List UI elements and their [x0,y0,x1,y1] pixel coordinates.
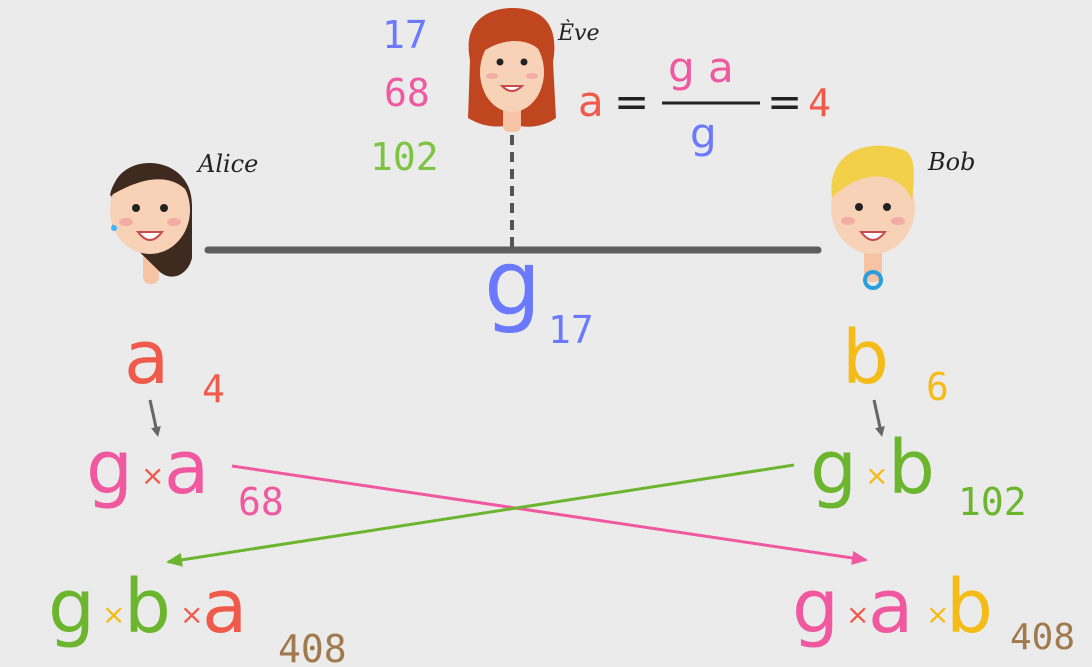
eve-avatar-icon [468,8,556,132]
bob-public-times: × [865,459,888,492]
bob-public-b: b [888,425,935,511]
alice-shared-value: 408 [278,627,347,667]
bob-public-value: 102 [958,480,1027,524]
intercepted-generator: 17 [382,13,428,57]
equation-lhs: a [578,77,604,126]
arrow-down-icon [148,399,161,437]
alice-avatar-icon [110,162,192,284]
bob-shared-value: 408 [1010,617,1075,658]
bob-shared-g: g [792,564,839,650]
alice-public-value: 68 [238,480,284,524]
generator-value: 17 [548,308,594,352]
bob-secret-symbol: b [842,315,889,401]
equation-result: 4 [808,81,831,125]
alice-secret-symbol: a [124,315,169,401]
alice-public-a: a [164,425,209,511]
alice-public-times: × [141,459,164,492]
alice-public-g: g [86,425,133,511]
bob-shared-times-2: × [926,598,949,631]
alice-shared-times-1: × [102,598,125,631]
generator-symbol: g [484,231,541,336]
equation-equals-1: = [614,77,649,126]
equation-equals-2: = [767,77,802,126]
bob-avatar-icon [831,145,915,290]
bob-secret-value: 6 [926,365,949,409]
alice-shared-times-2: × [180,598,203,631]
eve-name: Ève [557,19,600,46]
intercepted-alice-public: 68 [384,71,430,115]
alice-shared-a: a [202,564,247,650]
equation-denominator: g [690,109,717,158]
bob-shared-times-1: × [846,598,869,631]
alice-secret-value: 4 [202,367,225,411]
alice-shared-g: g [48,564,95,650]
equation-numerator: g a [668,43,734,92]
bob-shared-a: a [868,564,913,650]
alice-shared-b: b [124,564,171,650]
alice-name: Alice [196,150,258,178]
arrow-down-icon [872,399,885,437]
intercepted-bob-public: 102 [370,135,439,179]
bob-public-g: g [810,425,857,511]
bob-to-alice-arrow [166,463,795,567]
bob-shared-b: b [946,564,993,650]
alice-to-bob-arrow [231,464,868,565]
bob-name: Bob [927,148,975,176]
